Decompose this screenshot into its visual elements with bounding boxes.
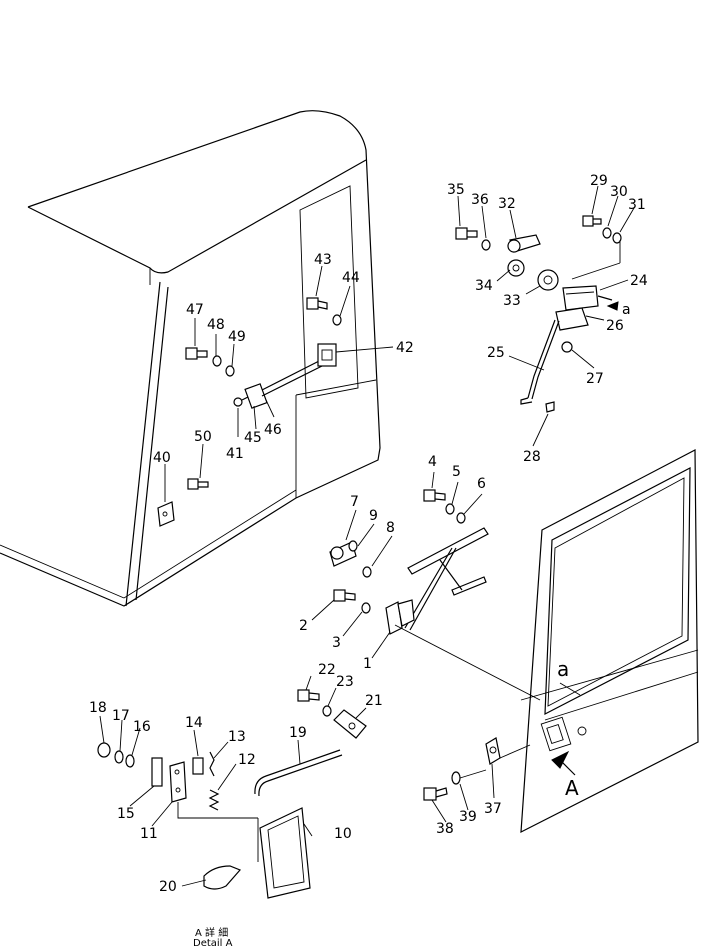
view-arrow-a-door xyxy=(559,682,581,696)
part-label-17: 17 xyxy=(112,708,130,724)
door-latch-parts xyxy=(297,675,531,823)
part-label-4: 4 xyxy=(428,454,437,470)
part-label-50: 50 xyxy=(194,429,212,445)
part-label-22: 22 xyxy=(318,662,336,678)
detail-a-parts xyxy=(97,715,343,899)
part-label-20: 20 xyxy=(159,879,177,895)
part-label-46: 46 xyxy=(264,422,282,438)
part-label-1: 1 xyxy=(363,656,372,672)
part-label-12: 12 xyxy=(238,752,256,768)
part-label-15: 15 xyxy=(117,806,135,822)
part-label-35: 35 xyxy=(447,182,465,198)
part-label-2: 2 xyxy=(299,618,308,634)
part-label-16: 16 xyxy=(133,719,151,735)
part-label-41: 41 xyxy=(226,446,244,462)
part-label-8: 8 xyxy=(386,520,395,536)
part-label-6: 6 xyxy=(477,476,486,492)
part-label-10: 10 xyxy=(334,826,352,842)
lock-assembly xyxy=(455,185,635,447)
part-label-31: 31 xyxy=(628,197,646,213)
cab-latch-parts xyxy=(157,265,394,527)
part-label-13: 13 xyxy=(228,729,246,745)
part-label-47: 47 xyxy=(186,302,204,318)
part-label-3: 3 xyxy=(332,635,341,651)
part-label-27: 27 xyxy=(586,371,604,387)
part-label-49: 49 xyxy=(228,329,246,345)
cab-door xyxy=(520,449,699,834)
part-label-38: 38 xyxy=(436,821,454,837)
part-label-18: 18 xyxy=(89,700,107,716)
part-label-28: 28 xyxy=(523,449,541,465)
part-label-29: 29 xyxy=(590,173,608,189)
part-label-43: 43 xyxy=(314,252,332,268)
view-markers: a a A A 詳 細 Detail A xyxy=(193,301,631,949)
part-label-33: 33 xyxy=(503,293,521,309)
part-label-48: 48 xyxy=(207,317,225,333)
part-label-45: 45 xyxy=(244,430,262,446)
detail-caption-english: Detail A xyxy=(193,938,233,949)
view-marker-a-upper: a xyxy=(622,302,631,318)
part-label-9: 9 xyxy=(369,508,378,524)
part-label-42: 42 xyxy=(396,340,414,356)
part-label-40: 40 xyxy=(153,450,171,466)
part-label-7: 7 xyxy=(350,494,359,510)
part-label-21: 21 xyxy=(365,693,383,709)
part-label-36: 36 xyxy=(471,192,489,208)
part-label-26: 26 xyxy=(606,318,624,334)
part-label-24: 24 xyxy=(630,273,648,289)
part-label-19: 19 xyxy=(289,725,307,741)
part-label-30: 30 xyxy=(610,184,628,200)
part-label-23: 23 xyxy=(336,674,354,690)
part-label-34: 34 xyxy=(475,278,493,294)
part-label-5: 5 xyxy=(452,464,461,480)
detail-caption-japanese: A 詳 細 xyxy=(195,926,228,939)
view-marker-A: A xyxy=(565,776,579,800)
part-label-25: 25 xyxy=(487,345,505,361)
part-label-39: 39 xyxy=(459,809,477,825)
window-stay-assembly xyxy=(311,471,541,701)
view-marker-a-door: a xyxy=(557,657,569,681)
part-label-32: 32 xyxy=(498,196,516,212)
part-label-44: 44 xyxy=(342,270,360,286)
part-label-11: 11 xyxy=(140,826,158,842)
part-label-14: 14 xyxy=(185,715,203,731)
part-number-labels: 1 2 3 4 5 6 7 8 9 10 11 12 13 14 15 16 1… xyxy=(89,173,648,895)
view-arrow-a-upper xyxy=(606,301,619,311)
part-label-37: 37 xyxy=(484,801,502,817)
